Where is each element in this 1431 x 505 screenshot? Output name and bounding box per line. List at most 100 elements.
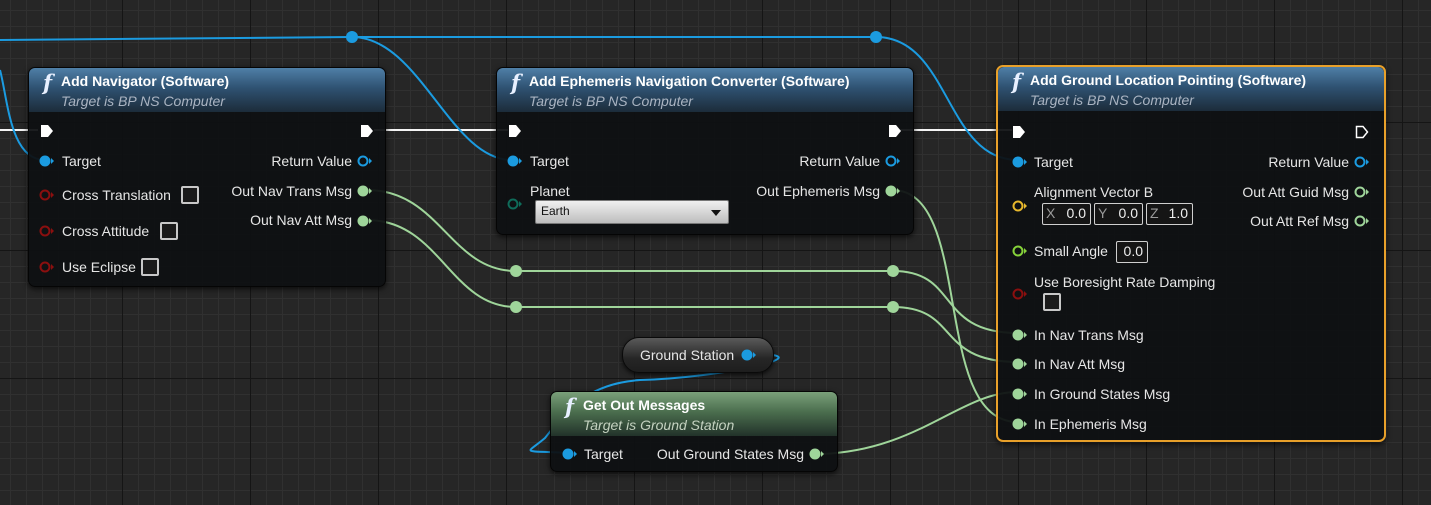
pin-label-cross-attitude: Cross Attitude bbox=[62, 223, 150, 239]
object-output-pin[interactable] bbox=[885, 154, 901, 168]
node-subtitle: Target is BP NS Computer bbox=[61, 93, 225, 109]
node-subtitle: Target is Ground Station bbox=[583, 417, 735, 433]
struct-output-pin[interactable] bbox=[809, 447, 825, 461]
pin-label-in-ground-states-msg: In Ground States Msg bbox=[1034, 386, 1171, 402]
vector-x-value: 0.0 bbox=[1066, 205, 1086, 221]
axis-label-x: X bbox=[1046, 205, 1056, 221]
object-input-pin[interactable] bbox=[39, 154, 55, 168]
pin-label-target: Target bbox=[62, 153, 101, 169]
exec-in-pin[interactable] bbox=[1012, 125, 1026, 139]
pin-label-out-nav-att-msg: Out Nav Att Msg bbox=[250, 212, 352, 228]
pin-label-return-value: Return Value bbox=[799, 153, 880, 169]
planet-dropdown[interactable]: Earth bbox=[535, 200, 729, 224]
node-header[interactable]: f Get Out Messages Target is Ground Stat… bbox=[551, 392, 837, 436]
cross-translation-checkbox[interactable] bbox=[181, 186, 199, 204]
axis-label-z: Z bbox=[1150, 205, 1159, 221]
reroute-knot bbox=[346, 31, 358, 43]
vector-input-pin[interactable] bbox=[1012, 199, 1028, 213]
struct-output-pin[interactable] bbox=[1354, 214, 1370, 228]
exec-in-pin[interactable] bbox=[40, 124, 54, 138]
pin-label-use-eclipse: Use Eclipse bbox=[62, 259, 136, 275]
exec-out-pin[interactable] bbox=[888, 124, 902, 138]
vector-y-input[interactable]: Y 0.0 bbox=[1094, 203, 1143, 225]
struct-input-pin[interactable] bbox=[1012, 328, 1028, 342]
struct-output-pin[interactable] bbox=[357, 184, 373, 198]
node-get-out-messages[interactable]: f Get Out Messages Target is Ground Stat… bbox=[550, 391, 838, 472]
bool-input-pin[interactable] bbox=[39, 224, 55, 238]
exec-out-pin[interactable] bbox=[1355, 125, 1369, 139]
node-header[interactable]: f Add Navigator (Software) Target is BP … bbox=[29, 68, 385, 112]
node-add-navigator[interactable]: f Add Navigator (Software) Target is BP … bbox=[28, 67, 386, 287]
pin-label-target: Target bbox=[584, 446, 623, 462]
object-wire bbox=[0, 36, 353, 41]
vector-x-input[interactable]: X 0.0 bbox=[1042, 203, 1091, 225]
node-add-ephemeris-navigation-converter[interactable]: f Add Ephemeris Navigation Converter (So… bbox=[496, 67, 914, 235]
reroute-knot bbox=[870, 31, 882, 43]
pin-label-in-nav-att-msg: In Nav Att Msg bbox=[1034, 356, 1126, 372]
pin-label-out-nav-trans-msg: Out Nav Trans Msg bbox=[231, 183, 352, 199]
planet-dropdown-value: Earth bbox=[541, 204, 570, 218]
pin-label-out-ephemeris-msg: Out Ephemeris Msg bbox=[756, 183, 880, 199]
reroute-knot bbox=[510, 301, 522, 313]
function-f-icon: f bbox=[1012, 69, 1022, 94]
node-title: Add Ground Location Pointing (Software) bbox=[1030, 72, 1307, 88]
pin-label-target: Target bbox=[530, 153, 569, 169]
axis-label-y: Y bbox=[1098, 205, 1108, 221]
object-output-pin[interactable] bbox=[741, 348, 757, 362]
pin-label-planet: Planet bbox=[530, 183, 570, 199]
object-input-pin[interactable] bbox=[507, 154, 523, 168]
pin-label-in-ephemeris-msg: In Ephemeris Msg bbox=[1034, 416, 1147, 432]
pin-label-return-value: Return Value bbox=[1268, 154, 1349, 170]
exec-in-pin[interactable] bbox=[508, 124, 522, 138]
node-add-ground-location-pointing[interactable]: f Add Ground Location Pointing (Software… bbox=[996, 65, 1386, 442]
node-title: Add Ephemeris Navigation Converter (Soft… bbox=[529, 73, 850, 89]
struct-wire bbox=[891, 189, 1019, 423]
pin-label-out-att-guid-msg: Out Att Guid Msg bbox=[1242, 184, 1349, 200]
object-wire bbox=[875, 36, 1019, 161]
pin-label-in-nav-trans-msg: In Nav Trans Msg bbox=[1034, 327, 1144, 343]
struct-input-pin[interactable] bbox=[1012, 387, 1028, 401]
pin-label-use-boresight-rate-damping: Use Boresight Rate Damping bbox=[1034, 274, 1216, 290]
struct-input-pin[interactable] bbox=[1012, 417, 1028, 431]
bool-input-pin[interactable] bbox=[39, 188, 55, 202]
chevron-down-icon bbox=[711, 210, 721, 216]
pin-label-cross-translation: Cross Translation bbox=[62, 187, 171, 203]
vector-y-value: 0.0 bbox=[1118, 205, 1138, 221]
object-wire bbox=[351, 36, 513, 161]
exec-out-pin[interactable] bbox=[360, 124, 374, 138]
bool-input-pin[interactable] bbox=[1012, 287, 1028, 301]
function-f-icon: f bbox=[511, 70, 521, 95]
node-header[interactable]: f Add Ground Location Pointing (Software… bbox=[998, 67, 1384, 111]
use-eclipse-checkbox[interactable] bbox=[141, 258, 159, 276]
small-angle-value: 0.0 bbox=[1123, 243, 1143, 259]
pin-label-target: Target bbox=[1034, 154, 1073, 170]
node-title: Add Navigator (Software) bbox=[61, 73, 230, 89]
node-subtitle: Target is BP NS Computer bbox=[529, 93, 693, 109]
cross-attitude-checkbox[interactable] bbox=[160, 222, 178, 240]
struct-output-pin[interactable] bbox=[357, 214, 373, 228]
vector-z-input[interactable]: Z 1.0 bbox=[1146, 203, 1193, 225]
reroute-knot bbox=[887, 301, 899, 313]
object-input-pin[interactable] bbox=[1012, 155, 1028, 169]
object-input-pin[interactable] bbox=[562, 447, 578, 461]
struct-output-pin[interactable] bbox=[885, 184, 901, 198]
struct-wire bbox=[366, 189, 1019, 334]
struct-output-pin[interactable] bbox=[1354, 185, 1370, 199]
pin-label-out-ground-states-msg: Out Ground States Msg bbox=[656, 446, 804, 462]
object-output-pin[interactable] bbox=[357, 154, 373, 168]
object-output-pin[interactable] bbox=[1354, 155, 1370, 169]
pin-label-small-angle: Small Angle bbox=[1034, 243, 1108, 259]
variable-node-ground-station[interactable]: Ground Station bbox=[622, 337, 774, 373]
node-title: Get Out Messages bbox=[583, 397, 706, 413]
small-angle-input[interactable]: 0.0 bbox=[1116, 241, 1148, 263]
node-header[interactable]: f Add Ephemeris Navigation Converter (So… bbox=[497, 68, 913, 112]
float-input-pin[interactable] bbox=[1012, 244, 1028, 258]
pin-label-alignment-vector-b: Alignment Vector B bbox=[1034, 184, 1154, 200]
struct-input-pin[interactable] bbox=[1012, 357, 1028, 371]
pin-label-out-att-ref-msg: Out Att Ref Msg bbox=[1250, 213, 1349, 229]
reroute-knot bbox=[887, 265, 899, 277]
variable-label: Ground Station bbox=[640, 347, 735, 363]
use-boresight-rate-damping-checkbox[interactable] bbox=[1043, 293, 1061, 311]
bool-input-pin[interactable] bbox=[39, 260, 55, 274]
enum-input-pin[interactable] bbox=[507, 197, 523, 211]
